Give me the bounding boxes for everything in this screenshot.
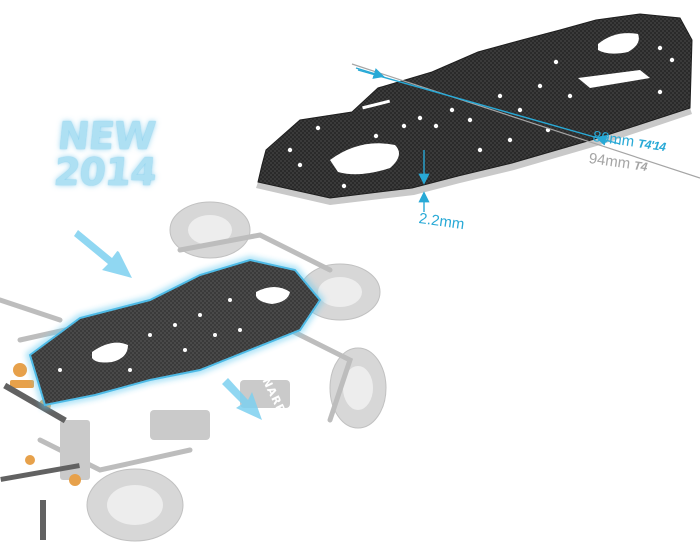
car-assembly xyxy=(0,201,387,542)
model-label: T4 xyxy=(633,158,648,175)
new-2014-badge: NEW 2014 xyxy=(51,114,159,194)
dimension-lines xyxy=(351,63,700,212)
model-label: T4'14 xyxy=(637,136,667,155)
chassis-plate-top xyxy=(256,13,693,205)
badge-line-2: 2014 xyxy=(51,150,159,194)
narrow-arrow-right xyxy=(222,378,262,420)
narrow-arrow-left xyxy=(74,230,132,278)
